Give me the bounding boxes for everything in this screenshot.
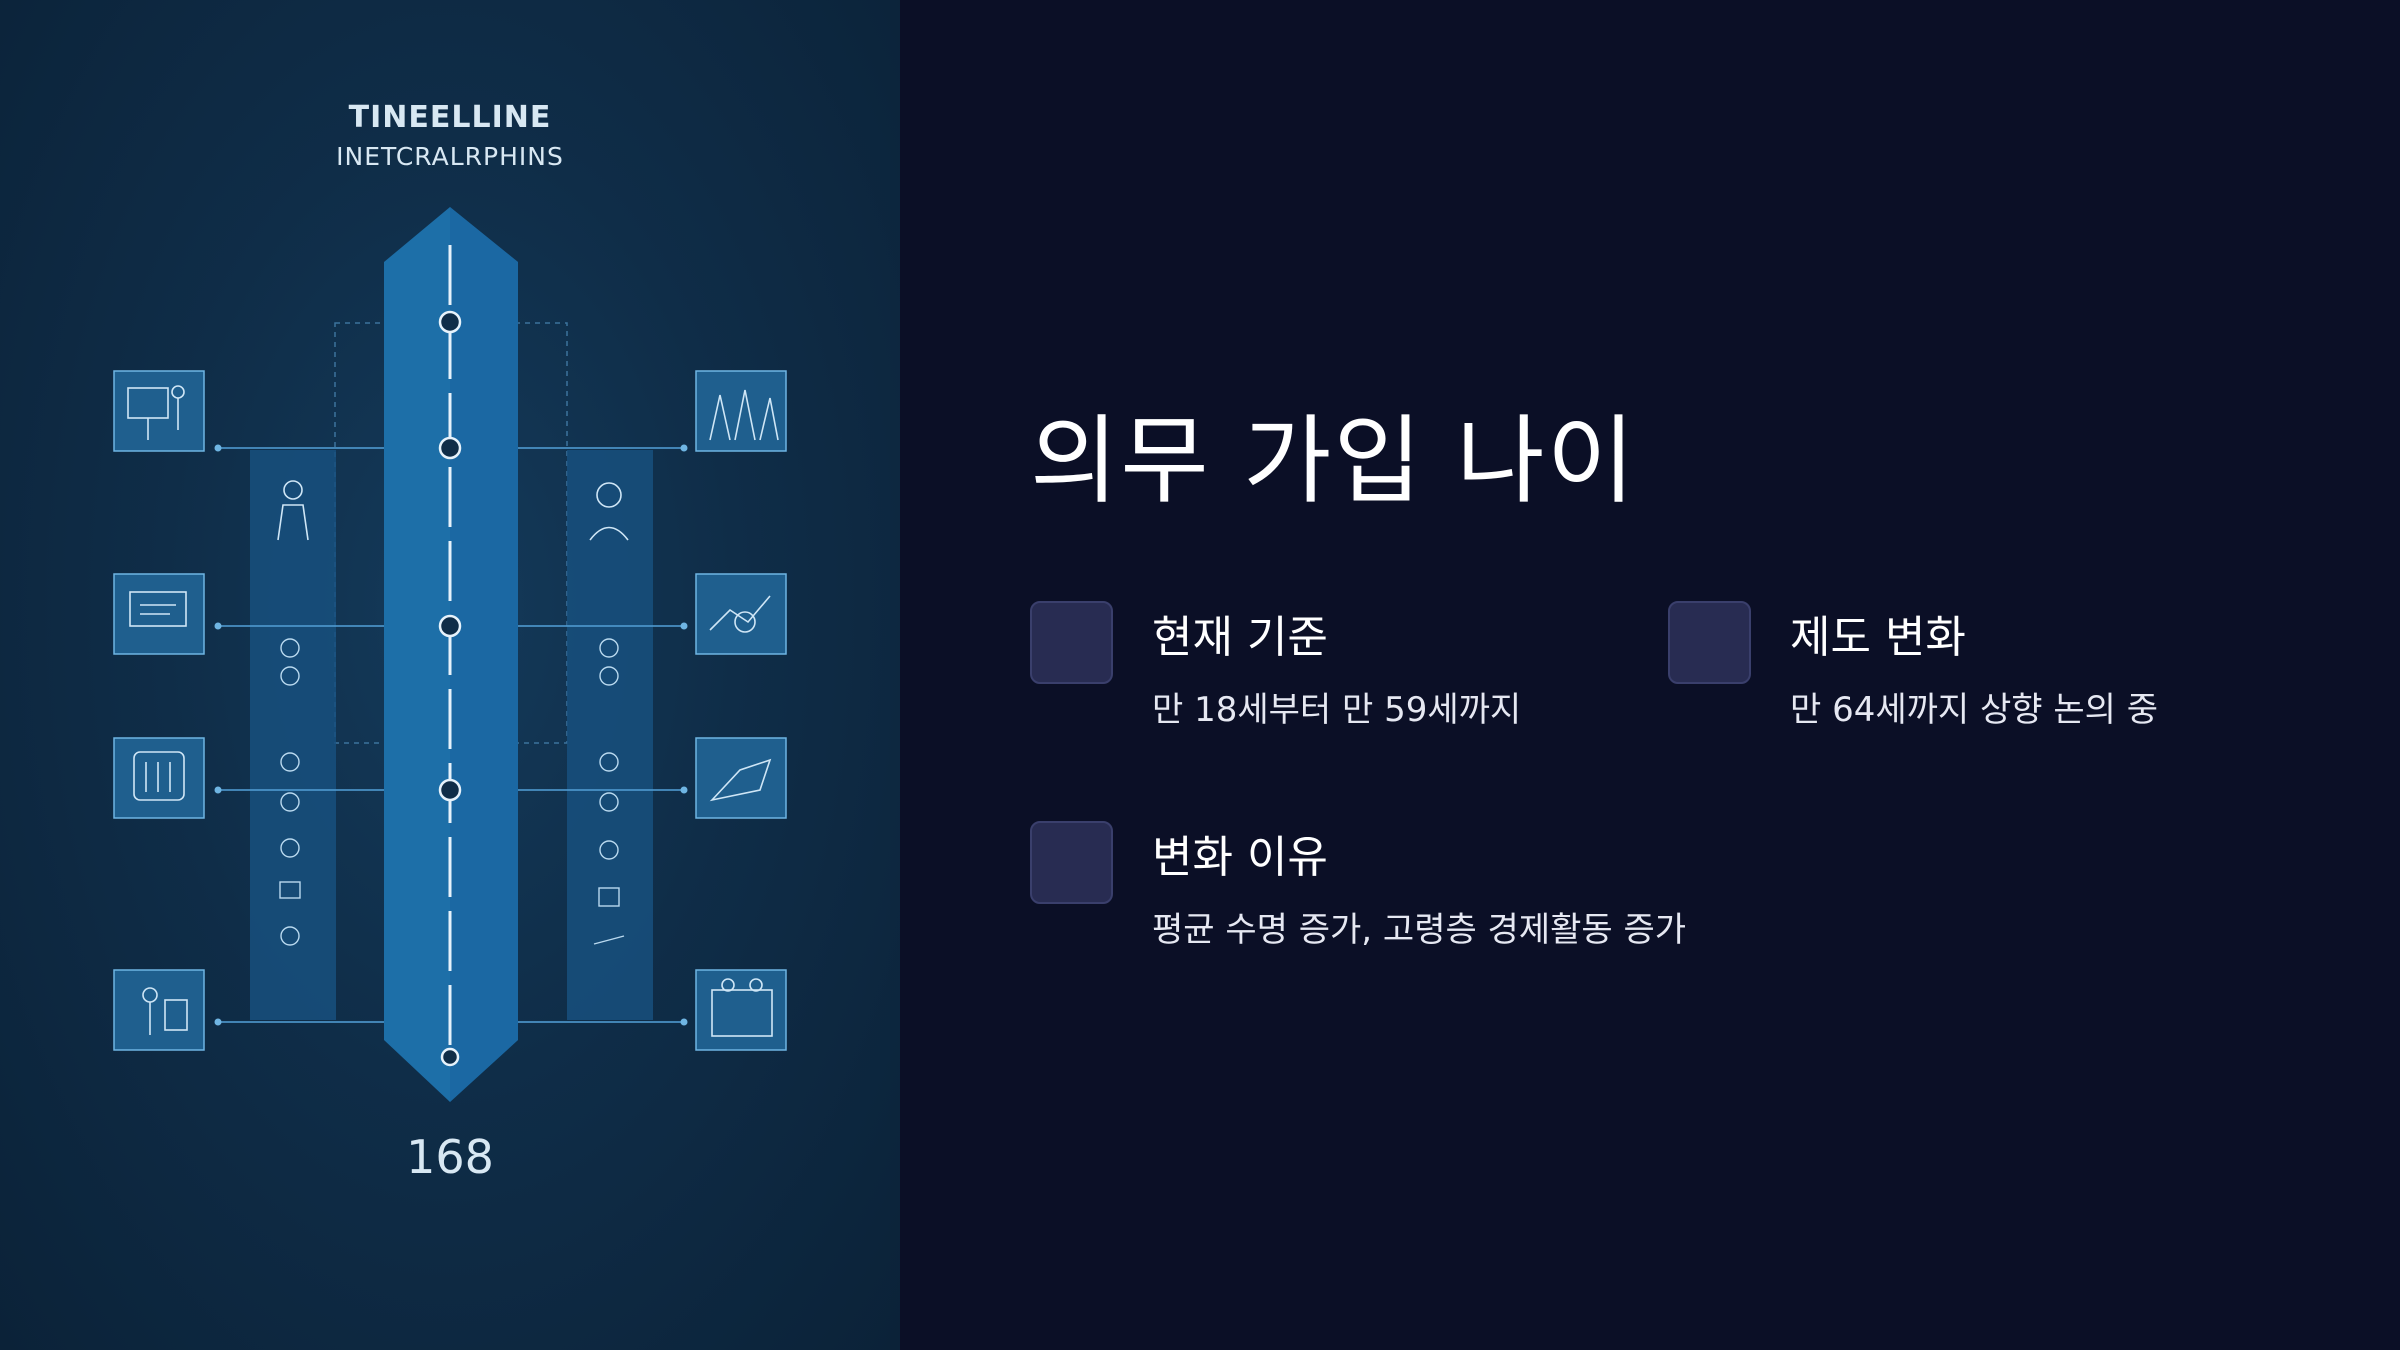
infographic-title: TINEELLINE (348, 100, 552, 135)
infographic-image: TINEELLINE INETCRALRPHINS 168 (0, 0, 900, 1350)
card-current-standard: 현재 기준 만 18세부터 만 59세까지 (1030, 601, 1590, 741)
card-system-change: 제도 변화 만 64세까지 상향 논의 중 (1668, 601, 2228, 741)
card-icon-box (1668, 601, 1751, 684)
infographic-subtitle: INETCRALRPHINS (336, 142, 564, 171)
card-description: 만 64세까지 상향 논의 중 (1790, 690, 2159, 730)
card-heading: 현재 기준 (1152, 612, 1328, 663)
timeline-graphic (113, 207, 787, 1102)
card-heading: 변화 이유 (1152, 832, 1328, 883)
page-title: 의무 가입 나이 (1030, 405, 1637, 517)
card-description: 평균 수명 증가, 고령층 경제활동 증가 (1152, 910, 1687, 950)
card-heading: 제도 변화 (1790, 612, 1966, 663)
card-description: 만 18세부터 만 59세까지 (1152, 690, 1522, 730)
card-icon-box (1030, 821, 1113, 904)
card-icon-box (1030, 601, 1113, 684)
infographic-number: 168 (406, 1130, 494, 1184)
card-change-reason: 변화 이유 평균 수명 증가, 고령층 경제활동 증가 (1030, 821, 1790, 961)
